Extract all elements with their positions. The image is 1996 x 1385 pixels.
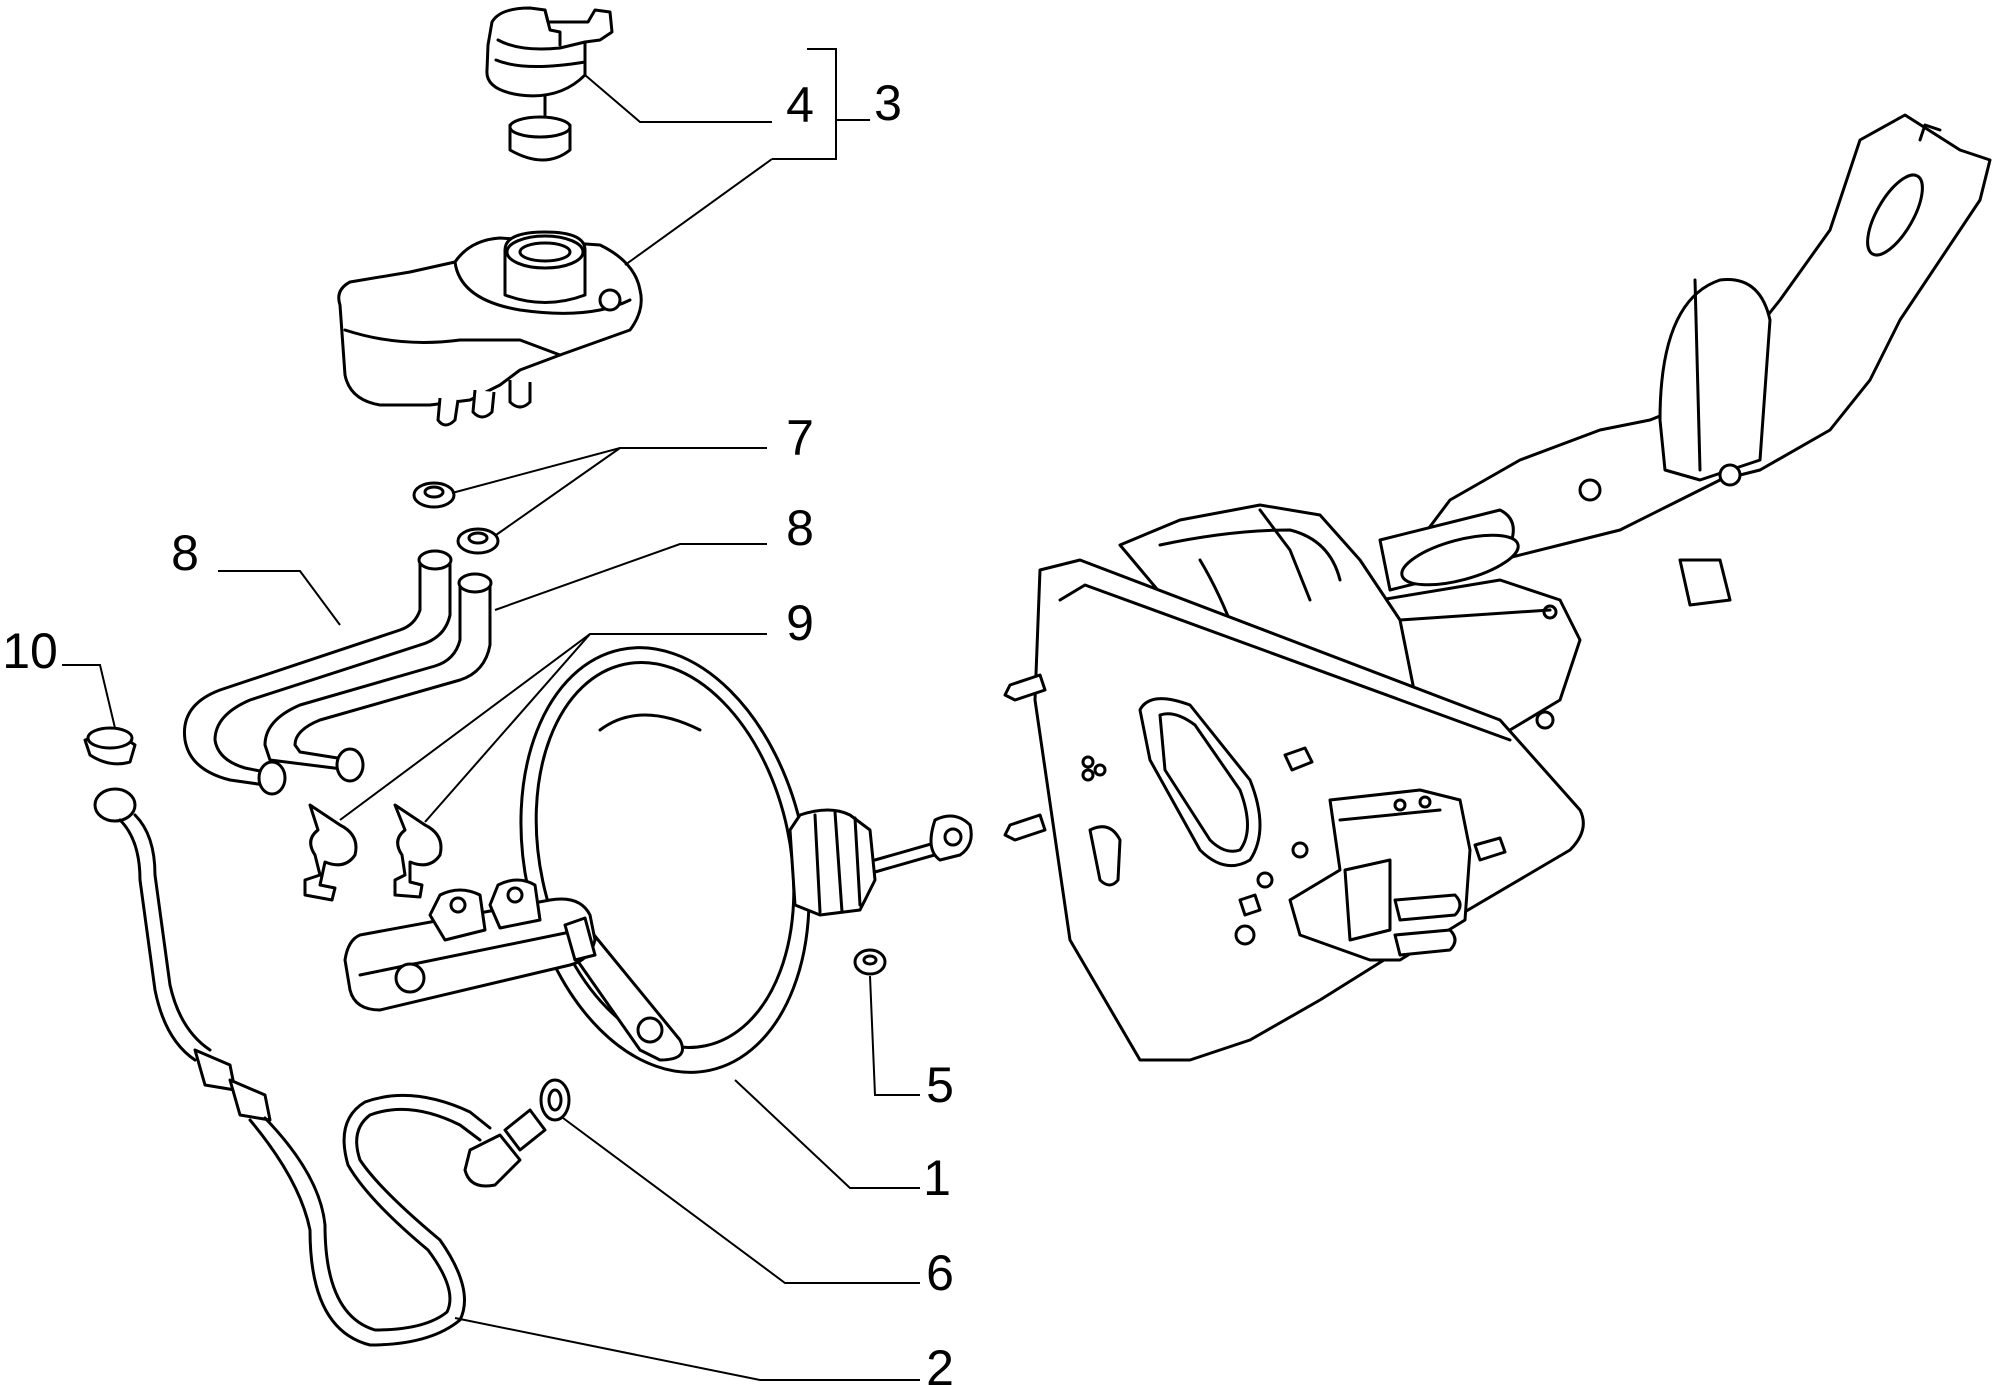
servo-seal-ring	[539, 1078, 571, 1122]
callout-label: 2	[926, 1340, 954, 1385]
callout-label: 7	[786, 410, 814, 466]
callout-label: 3	[874, 75, 902, 131]
callout-label: 5	[926, 1057, 954, 1113]
pedal-box-bracket	[1003, 113, 1992, 1062]
fluid-hoses	[182, 549, 493, 796]
callout-label: 9	[786, 595, 814, 651]
callout-label: 1	[923, 1150, 951, 1206]
callout-label: 6	[926, 1245, 954, 1301]
reservoir-cap	[485, 6, 614, 162]
hose-clamps	[412, 481, 500, 555]
leader-lines	[62, 48, 920, 1381]
small-hose-clamp	[83, 726, 137, 766]
brake-servo-assembly	[343, 646, 973, 1074]
nut	[853, 948, 887, 976]
reservoir-seals	[303, 803, 443, 902]
callout-label: 8	[171, 525, 199, 581]
vacuum-hose	[93, 787, 547, 1347]
callout-label: 10	[2, 623, 58, 679]
callout-label: 4	[786, 77, 814, 133]
callout-label: 8	[786, 500, 814, 556]
callout-labels: 1 2 3 4 5 6 7 8 8 9 10	[2, 75, 954, 1385]
brake-fluid-reservoir	[337, 230, 643, 427]
